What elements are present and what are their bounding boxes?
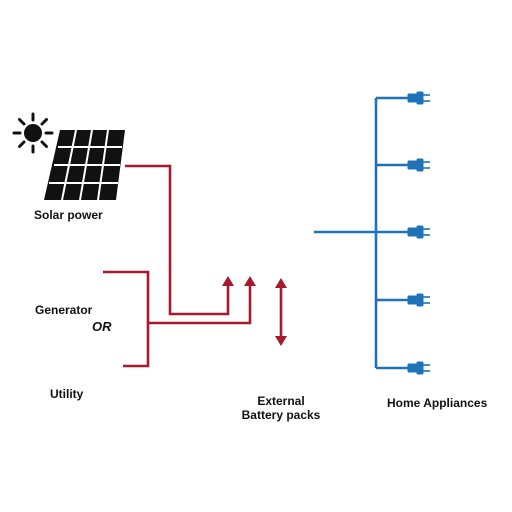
or-label: OR (92, 319, 112, 334)
home-appliances-label: Home Appliances (387, 396, 488, 410)
plug-icon (407, 225, 430, 239)
plug-icon (407, 293, 430, 307)
solar-power-label: Solar power (34, 208, 103, 222)
plugs (407, 91, 430, 375)
solar-wire (125, 164, 230, 316)
battery-arrow-up (275, 278, 287, 288)
ac-arrow (244, 276, 256, 286)
input-wiring (103, 164, 283, 368)
plug-icon (407, 158, 430, 172)
battery-badge-label: BATTERY (255, 363, 307, 375)
battery-arrow-down (275, 336, 287, 346)
output-wiring (314, 96, 408, 370)
solar-panel-icon (44, 129, 125, 201)
utility-label: Utility (50, 387, 84, 401)
input-arrows (222, 276, 287, 346)
generator-label: Generator (35, 303, 93, 317)
generator-wire (103, 270, 150, 323)
plug-icon (407, 91, 430, 105)
plug-icon (407, 361, 430, 375)
external-battery-label-line1: External (257, 394, 305, 408)
utility-wire (123, 323, 150, 368)
ac-wire (148, 284, 252, 325)
external-battery-label-line2: Battery packs (241, 408, 321, 422)
sun-icon (12, 112, 54, 154)
solar-arrow (222, 276, 234, 286)
